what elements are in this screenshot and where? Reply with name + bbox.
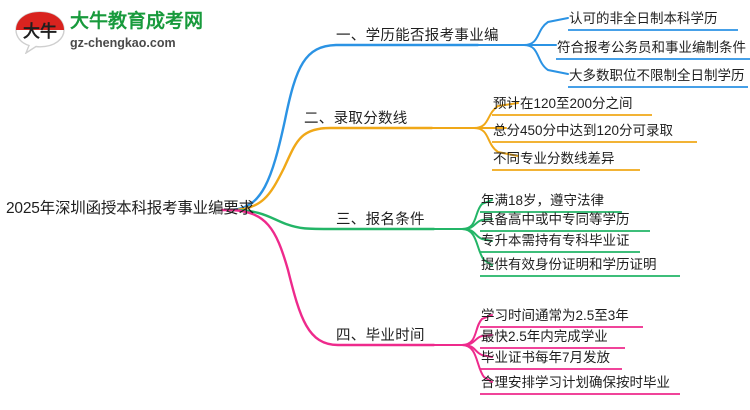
branch-node-2[interactable]: 二、录取分数线: [304, 111, 408, 127]
leaf-link-2-3: [473, 127, 519, 157]
leaf-node-1-3[interactable]: 大多数职位不限制全日制学历: [569, 68, 745, 83]
leaf-node-4-2[interactable]: 最快2.5年内完成学业: [481, 329, 608, 344]
site-logo: 大牛 大牛教育成考网 gz-chengkao.com: [14, 8, 204, 56]
leaf-node-4-4[interactable]: 合理安排学习计划确保按时毕业: [481, 375, 670, 390]
leaf-node-3-4[interactable]: 提供有效身份证明和学历证明: [481, 257, 657, 272]
leaf-node-2-2[interactable]: 总分450分中达到120分可录取: [493, 123, 674, 138]
branch-node-1[interactable]: 一、学历能否报考事业编: [336, 28, 499, 44]
leaf-node-2-3[interactable]: 不同专业分数线差异: [493, 151, 615, 166]
logo-title: 大牛教育成考网: [70, 11, 204, 32]
leaf-link-4-4: [461, 344, 493, 383]
branch-link-3: [230, 208, 436, 231]
logo-subtitle: gz-chengkao.com: [70, 36, 176, 50]
leaf-node-3-2[interactable]: 具备高中或中专同等学历: [481, 212, 630, 227]
branch-node-4[interactable]: 四、毕业时间: [336, 328, 425, 344]
leaf-link-1-3: [523, 44, 569, 75]
logo-text-block: 大牛教育成考网 gz-chengkao.com: [70, 11, 210, 51]
logo-speech-bubble-icon: 大牛: [15, 11, 65, 54]
root-node[interactable]: 2025年深圳函授本科报考事业编要求: [6, 200, 254, 217]
branch-link-2: [230, 126, 434, 212]
branch-node-3[interactable]: 三、报名条件: [336, 212, 425, 228]
leaf-link-3-4: [461, 228, 493, 266]
leaf-node-3-3[interactable]: 专升本需持有专科毕业证: [481, 233, 630, 248]
branch-link-1: [230, 43, 480, 212]
branch-link-4: [230, 208, 436, 347]
leaf-node-4-1[interactable]: 学习时间通常为2.5至3年: [481, 308, 629, 323]
leaf-node-4-3[interactable]: 毕业证书每年7月发放: [481, 350, 611, 365]
leaf-node-3-1[interactable]: 年满18岁，遵守法律: [481, 193, 605, 208]
leaf-node-2-1[interactable]: 预计在120至200分之间: [493, 96, 633, 111]
leaf-node-1-1[interactable]: 认可的非全日制本科学历: [569, 11, 718, 26]
leaf-node-1-2[interactable]: 符合报考公务员和事业编制条件: [557, 40, 746, 55]
svg-text:大牛: 大牛: [23, 21, 57, 41]
